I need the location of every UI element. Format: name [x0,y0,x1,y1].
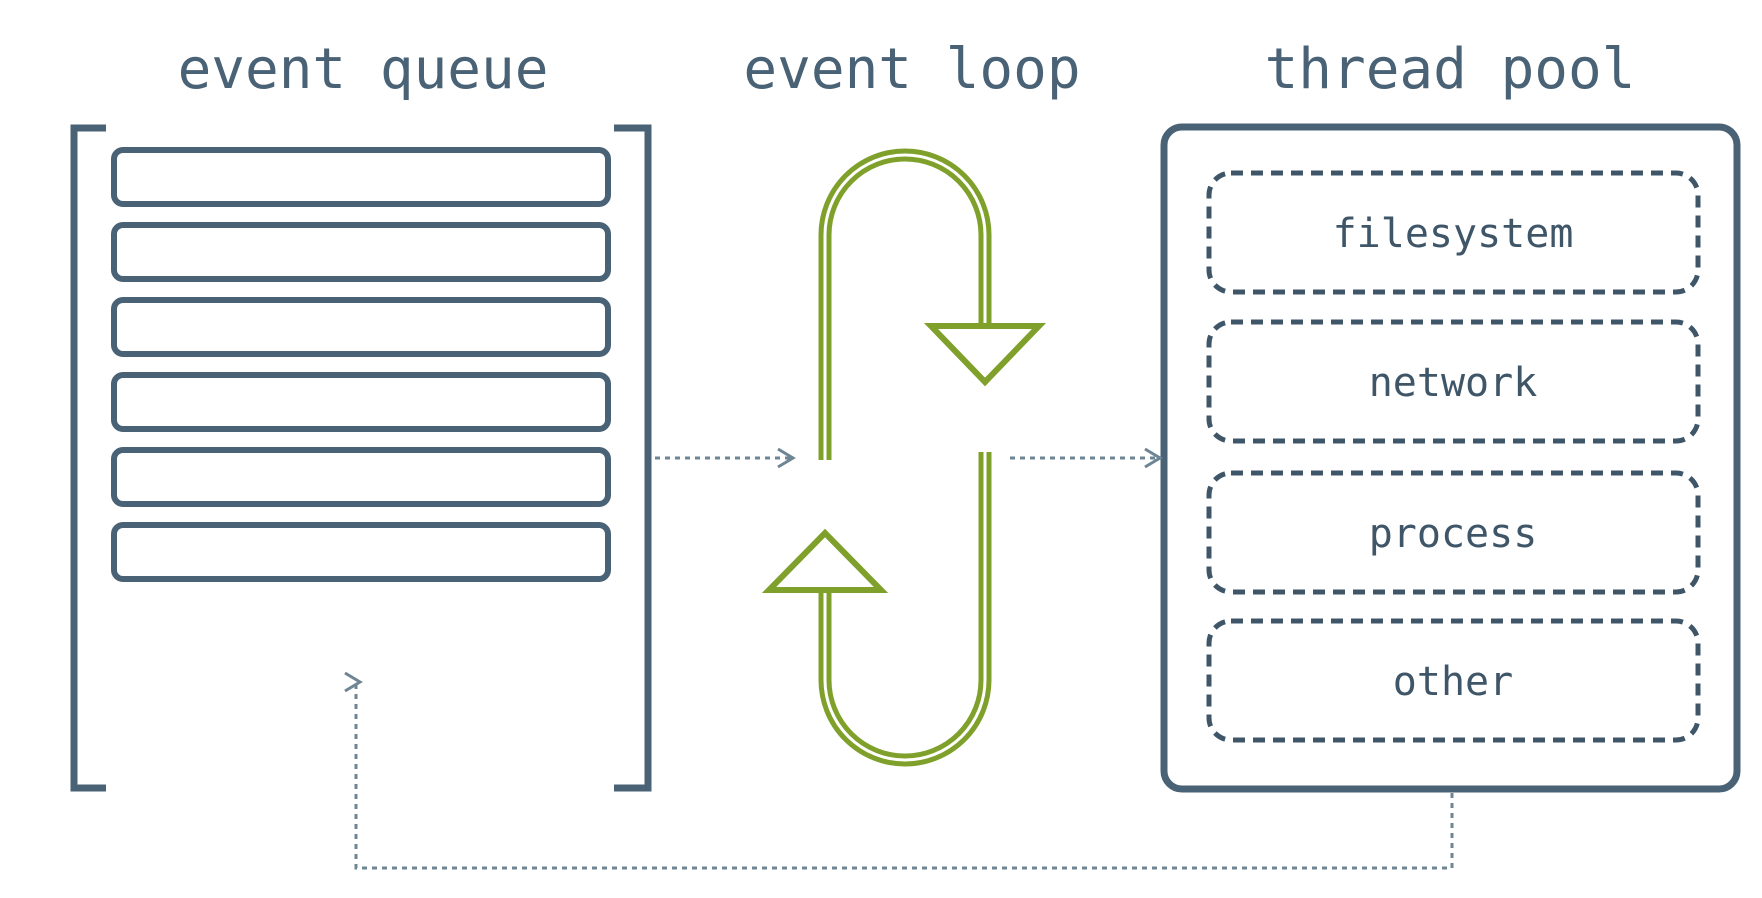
loop-lower-path [818,452,992,767]
event-queue [70,124,652,792]
loop-to-pool-arrowhead [1144,447,1163,469]
worker-box-filesystem [1206,170,1701,295]
worker-label-filesystem: filesystem [1333,211,1574,257]
pool-to-queue-arrowhead [344,671,363,693]
worker-label-other: other [1393,659,1513,705]
worker-box-network [1206,319,1701,444]
loop-lower-path-inner [823,452,987,762]
thread-pool-title: thread pool [1265,37,1636,102]
queue-slot [111,222,611,282]
queue-slot [111,297,611,357]
queue-slots [111,147,611,582]
queue-slot [111,447,611,507]
event-loop-title: event loop [743,37,1080,102]
loop-upper-path [818,148,992,460]
event-queue-title: event queue [178,37,549,102]
pool-workers: filesystem network process other [1206,170,1701,743]
worker-box-other [1206,618,1701,743]
loop-upper-path-inner [823,153,987,460]
loop-down-arrowhead [923,323,1047,387]
queue-to-loop-arrowhead [777,447,796,469]
right-bracket [614,124,652,792]
left-bracket [70,124,106,792]
thread-pool: filesystem network process other [1160,123,1741,793]
worker-label-process: process [1369,511,1538,557]
queue-slot [111,147,611,207]
worker-label-network: network [1369,360,1538,406]
event-loop [761,148,1047,767]
queue-slot [111,372,611,432]
queue-slot [111,522,611,582]
loop-up-arrowhead [761,528,889,593]
worker-box-process [1206,470,1701,595]
connectors [354,456,1454,870]
pool-to-queue-arrow [354,682,1454,870]
